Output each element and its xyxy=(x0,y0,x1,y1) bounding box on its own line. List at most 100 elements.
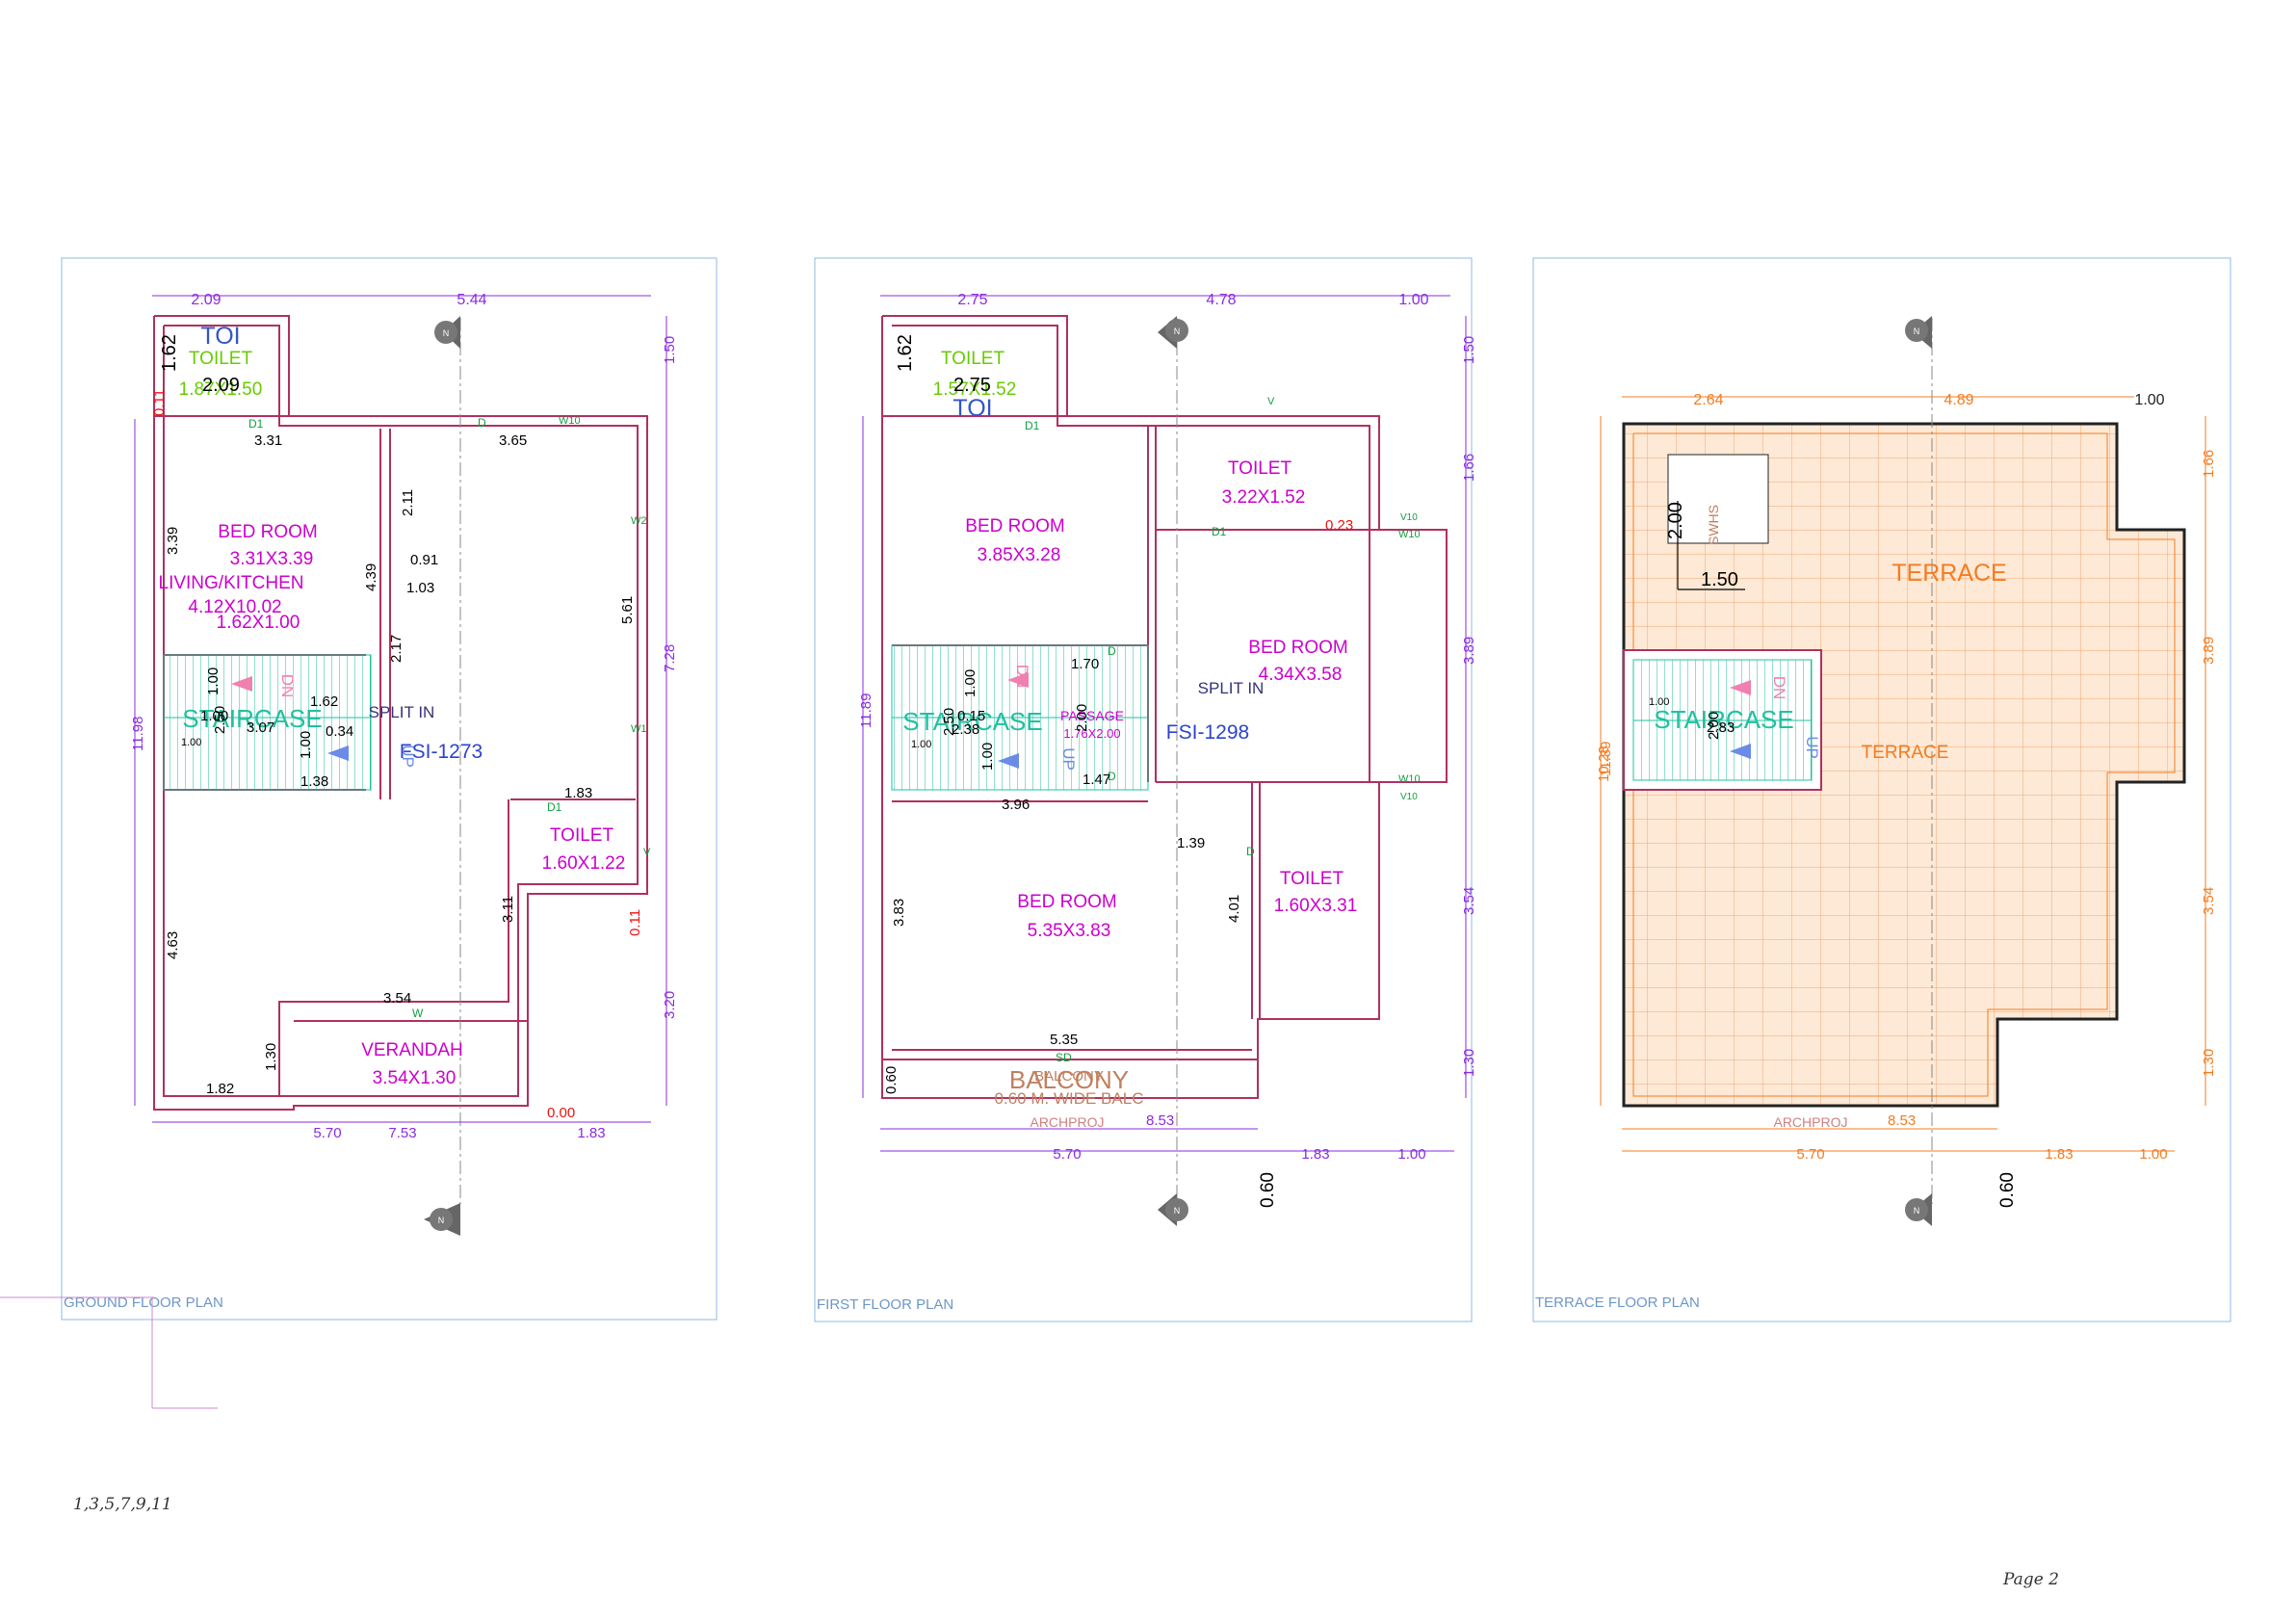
dim-label: 2.64 xyxy=(1693,392,1723,408)
dim-label: 5.61 xyxy=(619,596,636,624)
window-tag: W xyxy=(412,1007,424,1020)
dim-label: 4.89 xyxy=(1944,392,1973,408)
dim-label: 2.09 xyxy=(202,375,240,396)
door-tag: D xyxy=(1108,770,1116,783)
room-label: SWHS xyxy=(1706,505,1721,545)
dim-label: 1.03 xyxy=(406,580,434,596)
dim-label: 5.44 xyxy=(457,292,486,308)
first-floor-title: FIRST FLOOR PLAN xyxy=(817,1296,953,1313)
dim-label: 3.89 xyxy=(1461,637,1477,665)
room-dimension: 1.76X2.00 xyxy=(1063,726,1120,741)
ground-staircase xyxy=(163,654,372,791)
dim-label: 2.00 xyxy=(1706,712,1722,740)
dim-label: 4.39 xyxy=(363,563,379,591)
dn-arrow-icon xyxy=(1007,672,1029,688)
dim-label: 4.01 xyxy=(1226,895,1242,923)
dim-label: 3.89 xyxy=(2201,637,2217,665)
svg-text:N: N xyxy=(1174,327,1181,336)
room-label: TOILET xyxy=(941,349,1005,369)
window-tag: W10 xyxy=(559,415,581,427)
room-label: VERANDAH xyxy=(361,1040,463,1060)
dim-label: 11.98 xyxy=(130,717,146,751)
dim-label: 1.00 xyxy=(200,708,228,724)
door-tag: D1 xyxy=(248,417,264,431)
dim-label: 5.70 xyxy=(1796,1146,1824,1163)
dim-label: 0.15 xyxy=(957,708,985,724)
vent-tag: V10 xyxy=(1400,792,1418,802)
north-arrow-bottom-icon: N xyxy=(1158,1193,1188,1226)
dim-label: 1.00 xyxy=(911,739,931,750)
dim-label: 7.28 xyxy=(662,644,678,672)
terrace-slab xyxy=(1622,422,2186,1108)
north-arrow-bottom-icon: N xyxy=(1905,1193,1932,1226)
dim-label: 7.53 xyxy=(388,1125,416,1141)
dim-label: 2.75 xyxy=(957,292,987,308)
door-tag: SD xyxy=(1056,1051,1072,1064)
svg-text:N: N xyxy=(438,1216,445,1225)
dim-label: 5.70 xyxy=(1053,1146,1081,1163)
door-tag: D xyxy=(1108,644,1116,658)
room-dimension: 3.31X3.39 xyxy=(230,549,314,569)
page-label: Page 2 xyxy=(2003,1570,2059,1589)
dim-label: 1.00 xyxy=(181,737,201,748)
swhs-dim-lines xyxy=(1677,501,1745,590)
fsi-label: FSI-1298 xyxy=(1166,721,1249,744)
room-label: BED ROOM xyxy=(1248,638,1347,658)
dim-label: 1.66 xyxy=(1461,454,1477,482)
room-label: TERRACE xyxy=(1862,743,1949,763)
dim-label: 4.78 xyxy=(1206,292,1236,308)
dim-label: 1.00 xyxy=(298,731,314,759)
terrace-dim-lines xyxy=(1600,396,2206,1152)
dn-label: DN xyxy=(1770,676,1788,700)
up-arrow-icon xyxy=(998,753,1019,769)
north-arrow-bottom-icon: N xyxy=(424,1203,460,1236)
dim-label: 0.34 xyxy=(326,723,353,740)
dim-label: 11.89 xyxy=(858,693,874,728)
dim-label: 2.09 xyxy=(191,292,221,308)
svg-text:N: N xyxy=(443,328,450,338)
room-label: BED ROOM xyxy=(218,522,317,542)
dim-label: 1.82 xyxy=(206,1081,234,1097)
dim-label: 1.62 xyxy=(159,334,180,372)
dim-label: 0.11 xyxy=(627,909,643,936)
dim-label: 1.00 xyxy=(1649,696,1669,708)
dim-label: 2.17 xyxy=(388,635,404,663)
dn-arrow-icon xyxy=(231,676,252,692)
dim-label: 5.35 xyxy=(1050,1032,1078,1048)
dim-label: 2.83 xyxy=(1707,719,1735,736)
fsi-label: FSI-1273 xyxy=(400,741,483,763)
dim-label: 1.00 xyxy=(2139,1146,2167,1163)
room-label: TOI xyxy=(952,395,992,422)
dim-label: 5.70 xyxy=(313,1125,341,1141)
room-label: STAIRCASE xyxy=(182,704,322,733)
window-tag: W10 xyxy=(1398,529,1421,540)
door-tag: D1 xyxy=(1025,419,1040,432)
dim-label: 3.83 xyxy=(891,899,907,927)
dim-label: 3.20 xyxy=(662,991,678,1019)
svg-text:N: N xyxy=(1914,1206,1920,1216)
room-label: TOILET xyxy=(1228,458,1292,479)
dim-label: 3.54 xyxy=(2201,887,2217,915)
dim-label: 1.62 xyxy=(895,334,916,372)
dim-label: 1.00 xyxy=(1398,292,1428,308)
dim-label: 1.83 xyxy=(564,785,592,801)
dim-label: 1.47 xyxy=(1083,772,1110,788)
door-tag: D xyxy=(1246,845,1255,858)
room-dimension: 1.60X3.31 xyxy=(1274,896,1358,916)
first-staircase xyxy=(891,644,1149,791)
vent-tag: V10 xyxy=(1400,512,1418,523)
room-label: SPLIT IN xyxy=(369,703,435,721)
dim-label: 1.30 xyxy=(263,1043,279,1071)
dim-label: 0.60 xyxy=(1258,1172,1278,1208)
dim-label: 8.53 xyxy=(1146,1112,1174,1129)
room-dimension: 3.85X3.28 xyxy=(978,545,1061,565)
dim-label: 2.75 xyxy=(953,375,991,396)
ground-floor-plan: N N D1 D W10 W2 W1 V W D1 TOI TOIL xyxy=(0,257,718,1409)
dim-label: 3.39 xyxy=(165,527,181,555)
dim-label: 2.50 xyxy=(941,708,957,736)
dim-label: 0.11 xyxy=(151,389,168,416)
room-dimension: 5.35X3.83 xyxy=(1028,921,1111,941)
dim-label: 1.39 xyxy=(1177,835,1205,851)
dim-label: 3.07 xyxy=(247,719,274,736)
